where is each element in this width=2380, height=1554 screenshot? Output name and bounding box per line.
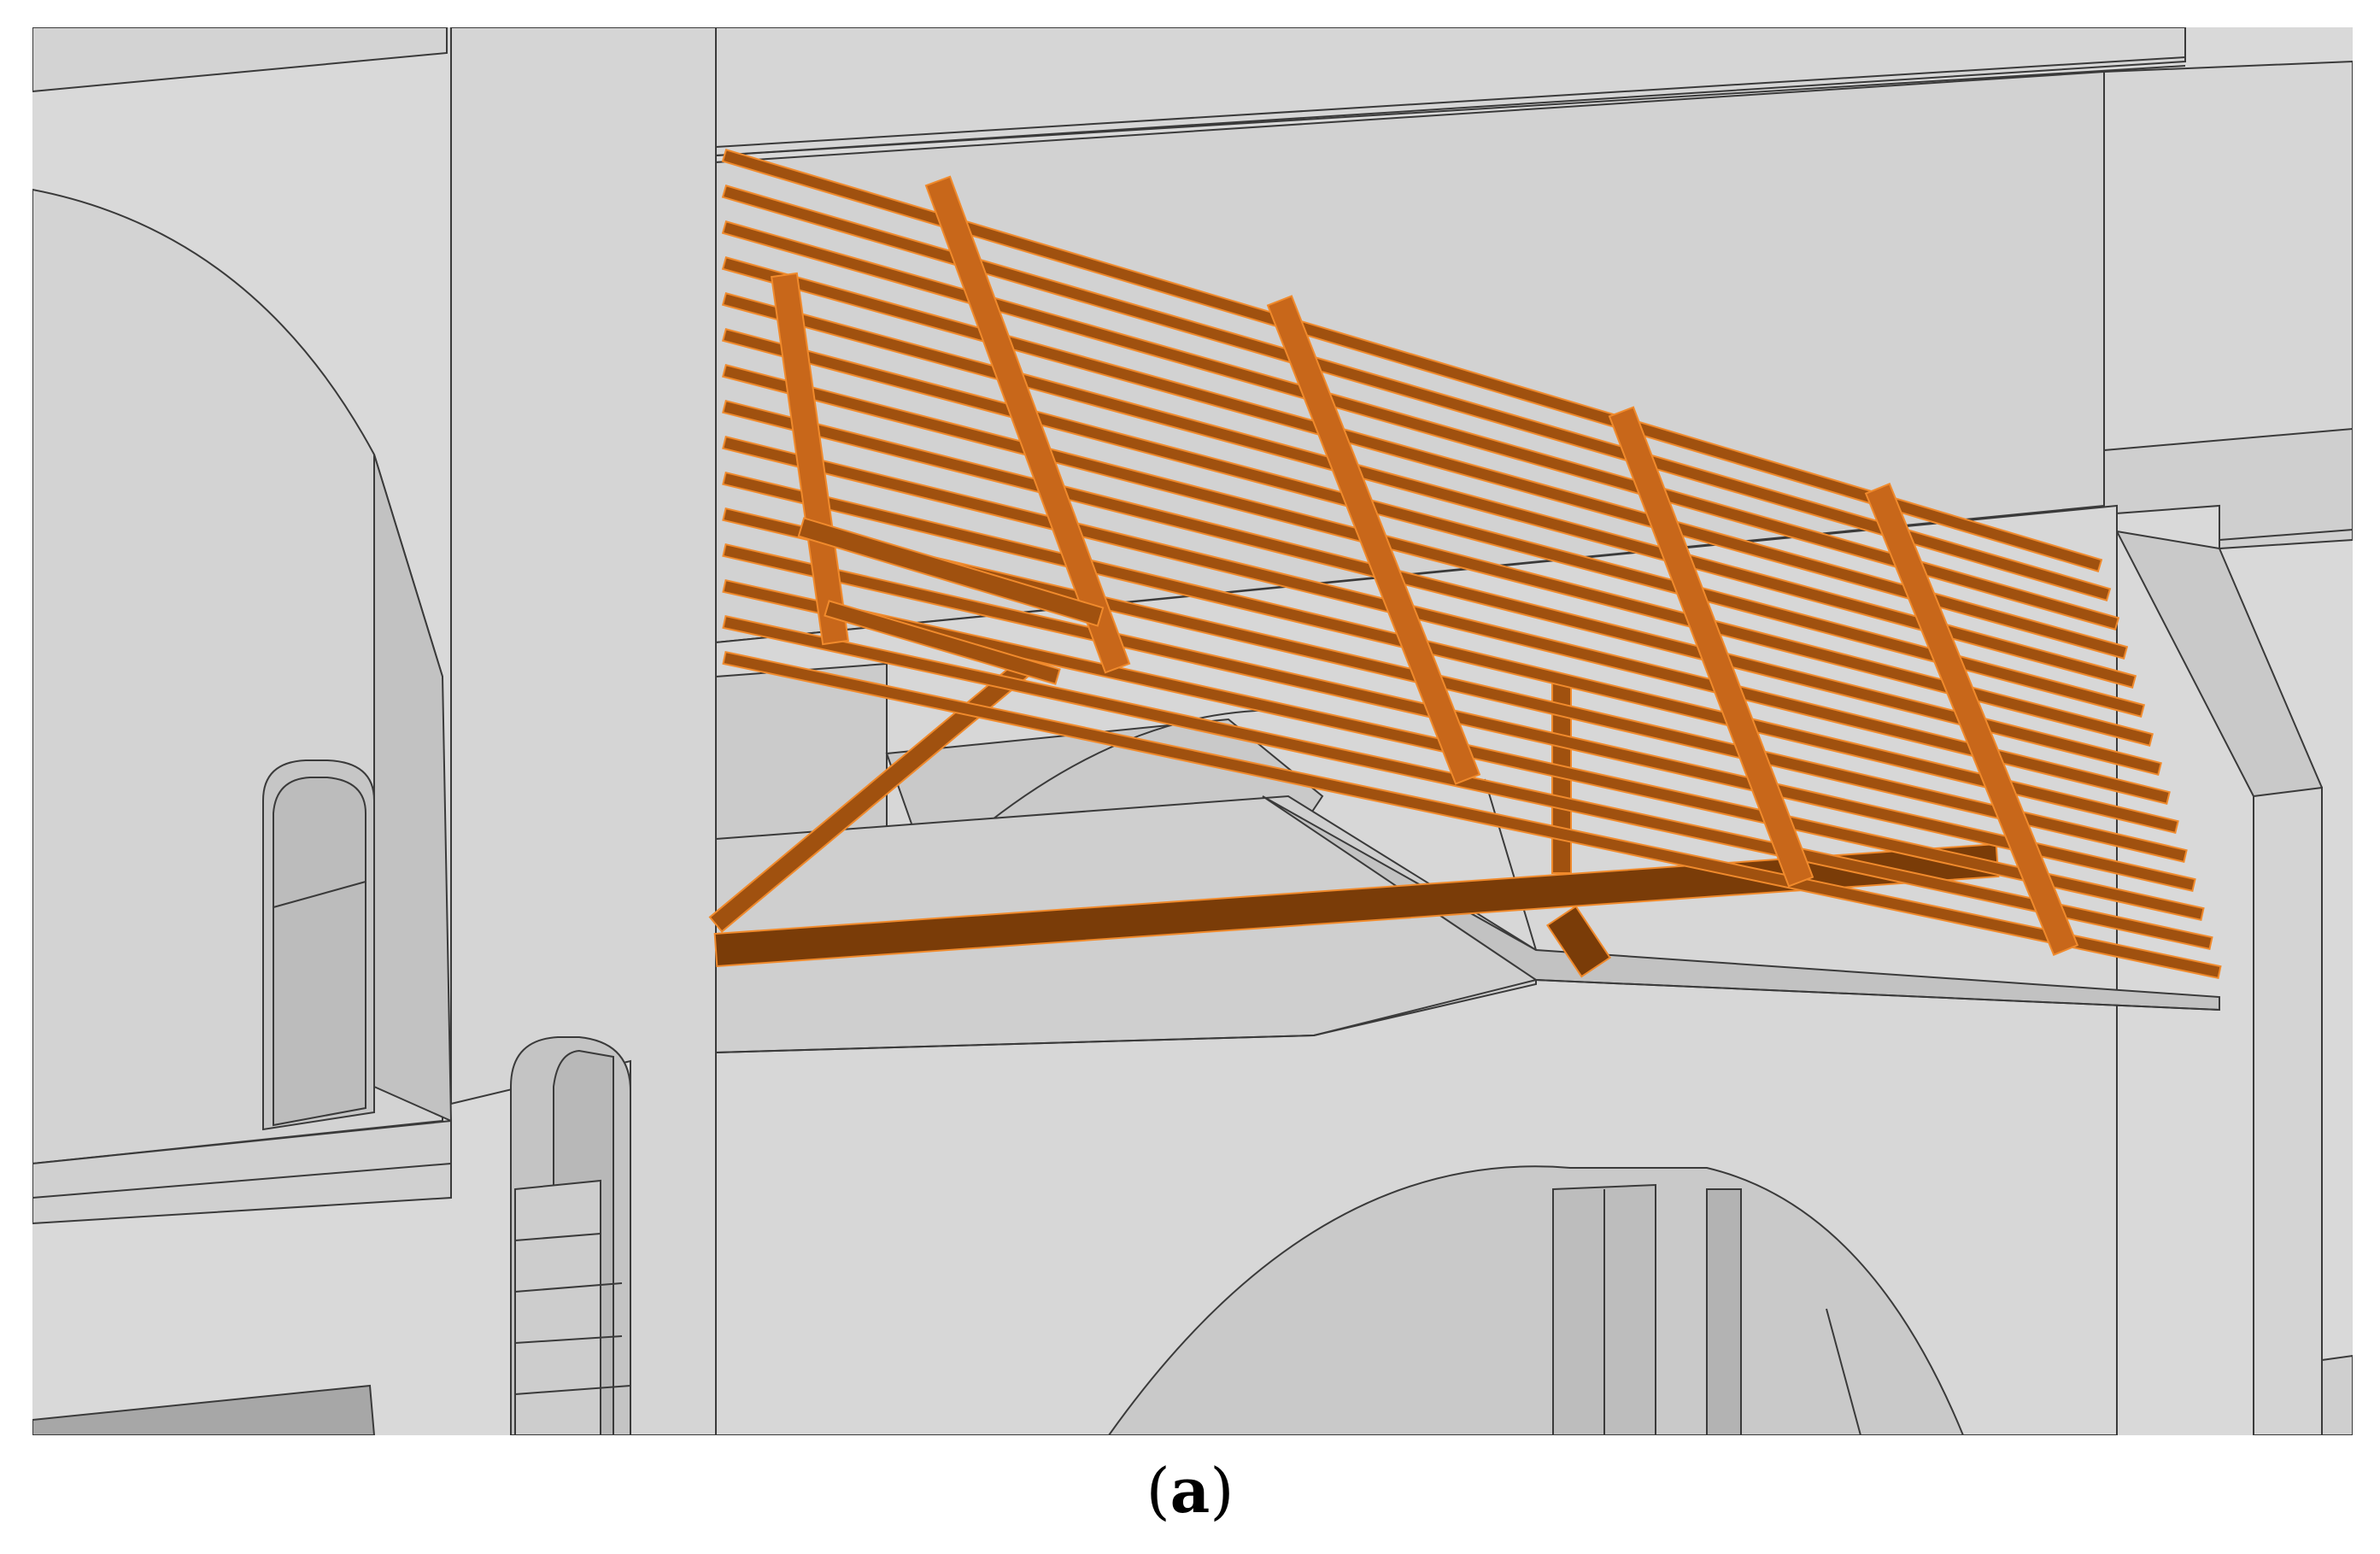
stairs xyxy=(514,1179,601,1435)
pillar-right xyxy=(2103,60,2353,456)
figure-caption: (a) xyxy=(0,1452,2380,1529)
ledger-brace xyxy=(824,600,1061,685)
ledger-beam xyxy=(797,517,1105,627)
roof-batten-5 xyxy=(721,292,2137,689)
roof-batten-6 xyxy=(721,328,2146,718)
post-foot xyxy=(1545,905,1612,978)
timber-roof-structure xyxy=(708,149,2222,980)
block-bottom-left xyxy=(32,1384,376,1435)
roof-batten-15 xyxy=(722,650,2222,980)
rafter-5 xyxy=(1864,483,2079,956)
caption-close: ) xyxy=(1210,1455,1234,1527)
wall-cap-top-left xyxy=(32,27,448,93)
pier-right-face xyxy=(2253,786,2323,1435)
rafter-4 xyxy=(1608,406,1814,888)
model-render xyxy=(32,27,2353,1435)
ledge-right xyxy=(2103,427,2353,550)
masonry-walls xyxy=(32,27,2353,1435)
caption-label: a xyxy=(1169,1454,1211,1527)
3d-model-view xyxy=(32,27,2353,1435)
roof-batten-8 xyxy=(722,399,2162,777)
roof-batten-14 xyxy=(722,614,2213,951)
roof-batten-7 xyxy=(722,364,2154,747)
wall-lower-left xyxy=(32,1119,452,1225)
roof-batten-9 xyxy=(722,435,2171,806)
caption-open: ( xyxy=(1146,1455,1170,1527)
rafter-2 xyxy=(924,175,1131,674)
arch-bottom xyxy=(1107,1165,1965,1435)
rafter-3 xyxy=(1266,295,1481,785)
